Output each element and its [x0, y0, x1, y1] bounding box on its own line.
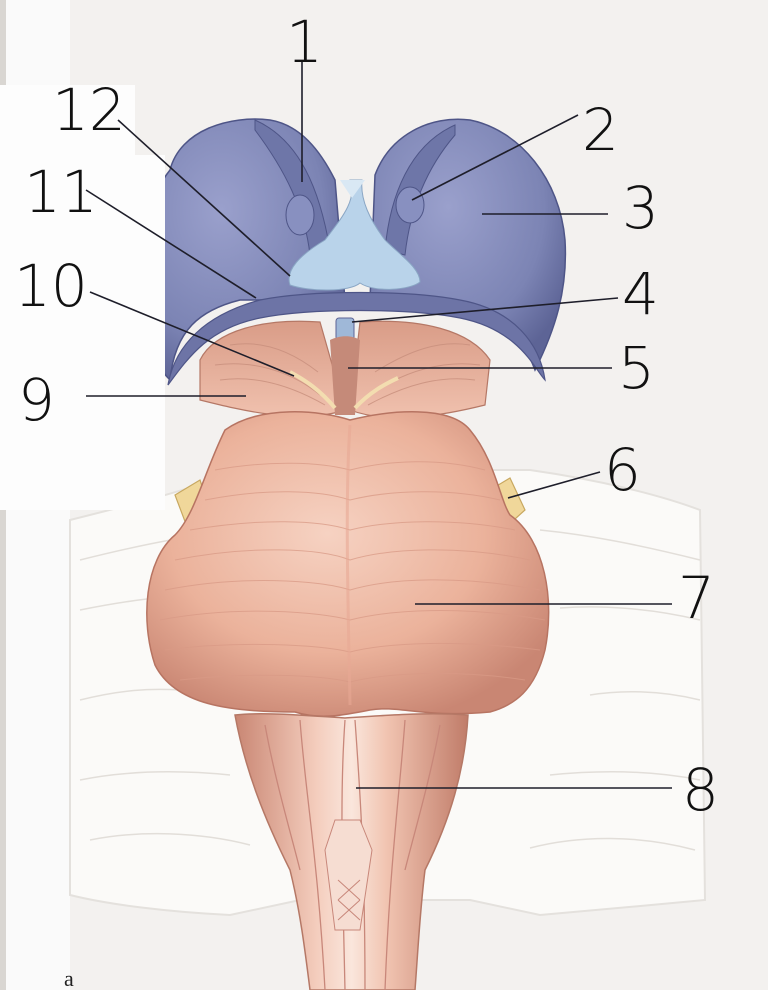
decussation-fibers: [337, 879, 361, 921]
figure-letter: a: [64, 966, 74, 990]
leader-line-4: [351, 297, 619, 323]
rim-band: [167, 291, 546, 386]
mamillary-body-left: [285, 194, 315, 236]
label-8: 8: [682, 756, 719, 824]
label-3: 3: [622, 174, 659, 242]
third-ventricle: [288, 179, 421, 291]
label-11: 11: [24, 158, 98, 226]
oculomotor-nerve-right: [353, 376, 399, 410]
cerebral-peduncle-left: [199, 320, 346, 417]
leader-line-2: [411, 114, 579, 201]
leader-line-11: [85, 189, 257, 299]
leader-line-6: [507, 471, 601, 499]
leader-line-12: [117, 119, 291, 277]
label-mask-block-lower: [0, 155, 165, 510]
label-5: 5: [618, 334, 655, 402]
leader-line-10: [89, 291, 295, 377]
basilar-groove: [345, 424, 352, 706]
pyramidal-decussation: [324, 819, 373, 931]
cerebellum-folia: [79, 529, 701, 851]
label-1: 1: [286, 8, 323, 76]
interpeduncular-fossa: [330, 336, 360, 415]
label-12: 12: [52, 76, 126, 144]
label-6: 6: [604, 436, 641, 504]
mamillary-body-right: [395, 186, 425, 224]
label-2: 2: [582, 96, 619, 164]
oculomotor-nerve-left: [289, 370, 337, 410]
label-9: 9: [18, 366, 55, 434]
label-10: 10: [14, 252, 88, 320]
label-mask-block: [0, 85, 135, 155]
label-4: 4: [622, 260, 659, 328]
label-7: 7: [678, 564, 715, 632]
pineal-notch: [340, 180, 365, 198]
